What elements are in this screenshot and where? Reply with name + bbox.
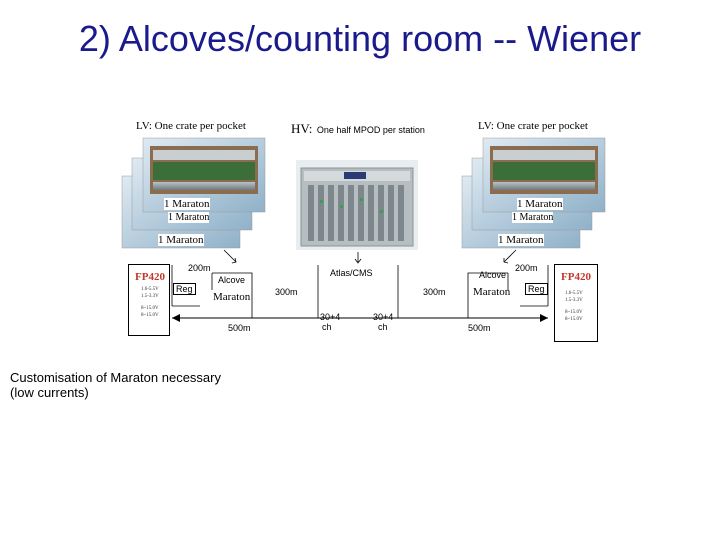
hv-label: HV: One half MPOD per station xyxy=(291,120,425,138)
fp420-title: FP420 xyxy=(561,271,591,283)
reg-box-right: Reg xyxy=(525,283,548,295)
lv-label-left: LV: One crate per pocket xyxy=(136,120,246,132)
mpod-crate-photo xyxy=(296,160,418,250)
maraton-label-back: 1 Maraton xyxy=(498,234,544,246)
maraton-label-left: Maraton xyxy=(213,291,251,303)
maraton-label-mid: 1 Maraton xyxy=(168,212,210,223)
fp420-box-left: FP420 1.6-5.5V 1.5-3.3V 8~15.0V 8~15.0V xyxy=(128,264,170,336)
fp420-spec: 8~15.0V xyxy=(141,306,159,311)
fp420-spec: 1.5-3.3V xyxy=(565,298,583,303)
maraton-label-front: 1 Maraton xyxy=(517,198,563,210)
slide-title: 2) Alcoves/counting room -- Wiener xyxy=(78,18,642,59)
distance-500m-left: 500m xyxy=(228,323,251,333)
note-line-1: Customisation of Maraton necessary xyxy=(10,370,221,385)
left-crate-stack xyxy=(121,137,266,249)
lv-label-right: LV: One crate per pocket xyxy=(478,120,588,132)
right-crate-stack xyxy=(461,137,606,249)
distance-200m-left: 200m xyxy=(188,263,211,273)
distance-500m-right: 500m xyxy=(468,323,491,333)
left-alcove-bracket xyxy=(171,265,253,318)
fp420-spec: 8~15.0V xyxy=(565,310,583,315)
note-line-2: (low currents) xyxy=(10,385,89,400)
distance-300m-right: 300m xyxy=(423,287,446,297)
channels-left-count: 30+4 xyxy=(320,312,341,322)
fp420-spec: 1.5-3.3V xyxy=(141,294,159,299)
channels-right-count: 30+4 xyxy=(373,312,394,322)
channels-right-unit: ch xyxy=(378,322,388,332)
down-arrows xyxy=(223,249,517,264)
atlas-cms-label: Atlas/CMS xyxy=(330,268,373,278)
fp420-spec: 1.6-5.5V xyxy=(565,291,583,296)
arrowhead-right xyxy=(540,314,548,322)
customisation-note: Customisation of Maraton necessary (low … xyxy=(10,370,270,400)
fp420-title: FP420 xyxy=(135,271,165,283)
reg-box-left: Reg xyxy=(173,283,196,295)
fp420-spec: 8~15.0V xyxy=(565,317,583,322)
atlas-cms-bracket xyxy=(317,265,399,318)
fp420-box-right: FP420 1.6-5.5V 1.5-3.3V 8~15.0V 8~15.0V xyxy=(554,264,598,342)
alcove-label-right: Alcove xyxy=(479,270,507,280)
channels-left-unit: ch xyxy=(322,322,332,332)
arrowhead-left xyxy=(172,314,180,322)
maraton-label-back: 1 Maraton xyxy=(158,234,204,246)
maraton-label-mid: 1 Maraton xyxy=(512,212,554,223)
hv-prefix: HV: xyxy=(291,121,313,136)
alcove-label-left: Alcove xyxy=(218,275,246,285)
fp420-spec: 1.6-5.5V xyxy=(141,287,159,292)
maraton-label-right: Maraton xyxy=(473,286,511,298)
distance-300m-left: 300m xyxy=(275,287,298,297)
fp420-spec: 8~15.0V xyxy=(141,313,159,318)
distance-200m-right: 200m xyxy=(515,263,538,273)
maraton-label-front: 1 Maraton xyxy=(164,198,210,210)
hv-text: One half MPOD per station xyxy=(316,125,425,135)
right-alcove-bracket xyxy=(467,265,549,318)
